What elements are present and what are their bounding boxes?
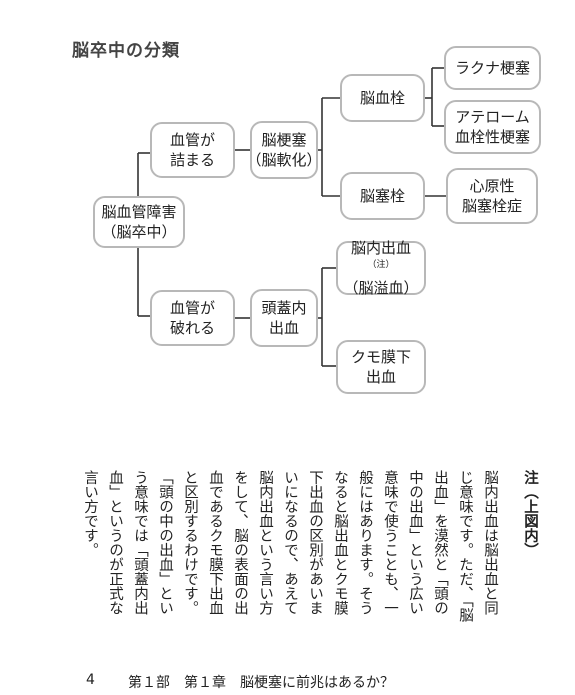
note-column: 血であるクモ膜下出血	[207, 470, 223, 615]
note-column: なると脳出血とクモ膜	[332, 470, 348, 615]
page-title: 脳卒中の分類	[72, 41, 180, 61]
note-column: 脳内出血という言い方	[257, 470, 273, 615]
note-column: じ意味です。ただ、「脳	[457, 470, 473, 623]
subarachnoid-box: クモ膜下出血	[336, 340, 426, 394]
note-heading: 注（上図内）	[522, 470, 538, 557]
brain-hemorrhage-box: 脳内出血（注） （脳溢血）	[336, 239, 426, 297]
note-column: 「頭の中の出血」とい	[157, 470, 173, 615]
note-column: をして、脳の表面の出	[232, 470, 248, 615]
page-number: 4	[86, 672, 95, 688]
atherothrombotic-box: アテローム血栓性梗塞	[444, 100, 541, 154]
intracranial-box: 頭蓋内出血	[250, 289, 318, 347]
note-column: 出血」を漠然と「頭の	[432, 470, 448, 615]
note-column: 脳内出血は脳出血と同	[482, 470, 498, 615]
thrombosis-box: 脳血栓	[340, 74, 425, 122]
note-column: 中の出血」という広い	[407, 470, 423, 615]
note-column: と区別するわけです。	[182, 470, 198, 615]
chapter-heading: 第１部 第１章 脳梗塞に前兆はあるか？	[128, 675, 394, 691]
note-column: う意味では「頭蓋内出	[132, 470, 148, 615]
lacunar-box: ラクナ梗塞	[444, 46, 541, 90]
note-column: 血」というのが正式な	[107, 470, 123, 615]
cardiogenic-box: 心原性脳塞栓症	[446, 168, 538, 224]
note-column: いになるので、あえて	[282, 470, 298, 615]
note-column: 言い方です。	[82, 470, 98, 557]
note-column: 般にはあります。そう	[357, 470, 373, 615]
infarction-box: 脳梗塞（脳軟化）	[247, 121, 322, 179]
note-column: 下出血の区別があいま	[307, 470, 323, 615]
embolism-box: 脳塞栓	[340, 172, 425, 220]
note-column: 意味で使うことも、一	[382, 470, 398, 615]
vessel-broken-box: 血管が破れる	[150, 290, 235, 346]
root-box: 脳血管障害（脳卒中）	[93, 196, 185, 248]
vessel-blocked-box: 血管が詰まる	[150, 122, 235, 178]
